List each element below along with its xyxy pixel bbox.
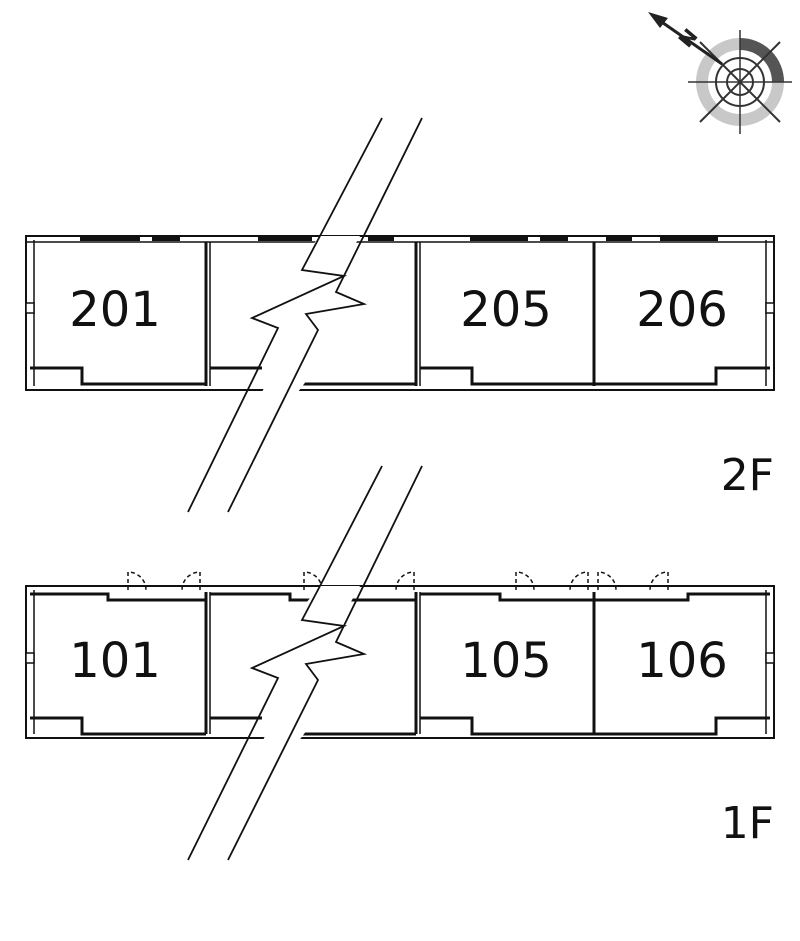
unit-205-label: 205 bbox=[460, 282, 552, 338]
unit-101-label: 101 bbox=[69, 633, 161, 689]
floor-2-break-mark bbox=[187, 117, 423, 513]
unit-201-label: 201 bbox=[69, 282, 161, 338]
floor-1-break-mark bbox=[187, 465, 423, 861]
unit-206-label: 206 bbox=[636, 282, 728, 338]
floor-1-label: 1F bbox=[721, 798, 774, 849]
floor-1-plan bbox=[25, 571, 775, 739]
compass-rose: N bbox=[648, 12, 792, 134]
unit-106-label: 106 bbox=[636, 633, 728, 689]
north-arrow-icon bbox=[648, 12, 668, 28]
floor-2-label: 2F bbox=[721, 450, 774, 501]
unit-105-label: 105 bbox=[460, 633, 552, 689]
